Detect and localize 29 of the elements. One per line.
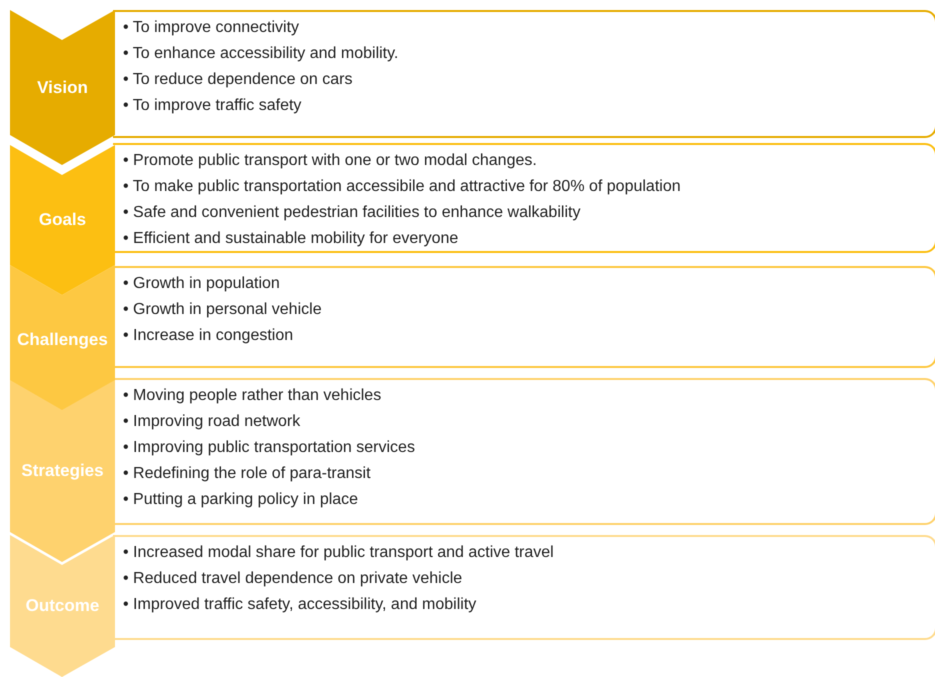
bullet-item: • Reduced travel dependence on private vehicle — [123, 569, 464, 589]
text-panel — [113, 10, 935, 138]
text-panel — [113, 143, 935, 253]
bullet-item: • Improving public transportation services — [123, 438, 416, 458]
bullet-item: • To enhance accessibility and mobility. — [123, 44, 400, 64]
bullet-item: • Improving road network — [123, 412, 302, 432]
bullet-item: • Putting a parking policy in place — [123, 490, 360, 510]
bullet-item: • To make public transportation accessibile and attractive for 80% of population — [123, 177, 682, 197]
bullet-item: • To reduce dependence on cars — [123, 70, 354, 90]
bullet-item: • To improve connectivity — [123, 18, 300, 38]
bullet-item: • Growth in population — [123, 274, 281, 294]
bullet-item: • To improve traffic safety — [123, 96, 302, 116]
text-panel — [113, 535, 935, 640]
bullet-item: • Growth in personal vehicle — [123, 300, 323, 320]
stage-label: Outcome — [24, 596, 100, 616]
bullet-item: • Efficient and sustainable mobility for everyone — [123, 229, 460, 249]
text-panel — [113, 378, 935, 525]
bullet-item: • Redefining the role of para-transit — [123, 464, 372, 484]
stage-label: Vision — [36, 78, 89, 98]
text-panel — [113, 266, 935, 368]
stage-label: Challenges — [16, 330, 109, 350]
bullet-item: • Moving people rather than vehicles — [123, 386, 382, 406]
bullet-item: • Increase in congestion — [123, 326, 294, 346]
stage-label: Strategies — [20, 461, 105, 481]
stage-label: Goals — [38, 210, 88, 230]
bullet-item: • Safe and convenient pedestrian facilities to enhance walkability — [123, 203, 582, 223]
bullet-item: • Promote public transport with one or two modal changes. — [123, 151, 538, 171]
bullet-item: • Improved traffic safety, accessibility, and mobility — [123, 595, 478, 615]
bullet-item: • Increased modal share for public transport and active travel — [123, 543, 555, 563]
